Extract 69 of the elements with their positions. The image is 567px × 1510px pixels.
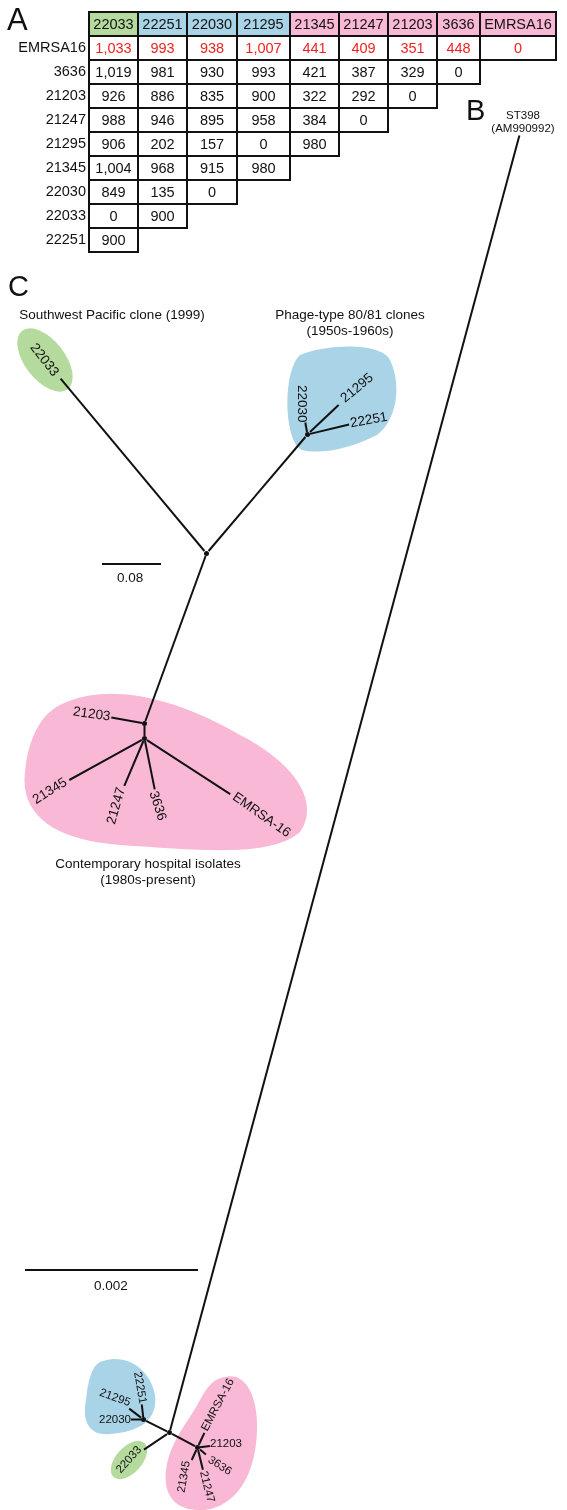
- tree-branch: [197, 1449, 204, 1471]
- tree-branch: [145, 1419, 168, 1433]
- scale-value: 0.002: [94, 1279, 128, 1293]
- clade-heading: Southwest Pacific clone (1999): [18, 307, 206, 324]
- row-header: 22030: [45, 184, 86, 199]
- row-header: 21247: [45, 112, 86, 127]
- tree-branch: [304, 421, 308, 433]
- outgroup-label: ST398 (AM990992): [483, 109, 563, 136]
- clade-heading: Contemporary hospital isolates (1980s-present): [54, 856, 242, 889]
- row-header: 3636: [53, 64, 86, 79]
- taxon-label: 3636: [146, 789, 170, 823]
- tree-branch: [144, 555, 207, 722]
- tree-branch: [110, 716, 143, 724]
- taxon-label: 21345: [175, 1460, 193, 1494]
- branch-point: [195, 1445, 200, 1450]
- tree-branch: [169, 134, 521, 1431]
- tree-branch: [143, 1433, 168, 1451]
- tree-branch: [207, 436, 307, 552]
- row-header: 22033: [45, 208, 86, 223]
- table-cell: 0: [186, 179, 238, 205]
- branch-point: [141, 1417, 146, 1422]
- tree-branch: [190, 1449, 198, 1461]
- tree-branch: [309, 423, 351, 435]
- tree-branch: [199, 1448, 207, 1456]
- branch-point: [142, 736, 147, 741]
- tree-branch: [199, 1444, 211, 1449]
- tree-branch: [123, 740, 145, 787]
- table-cell: 900: [88, 227, 139, 253]
- row-header: 21345: [45, 160, 86, 175]
- tree-branch: [59, 377, 206, 552]
- clade-heading: Phage-type 80/81 clones (1950s-1960s): [274, 307, 426, 340]
- table-cell: 900: [137, 203, 188, 229]
- tree-branch: [146, 739, 232, 796]
- tree-branch: [68, 738, 143, 781]
- taxon-label: 22251: [131, 1371, 149, 1405]
- branch-point: [204, 551, 209, 556]
- table-cell: 0: [479, 35, 557, 61]
- table-cell: 980: [289, 131, 340, 157]
- row-header: 22251: [45, 232, 86, 247]
- tree-branch: [309, 404, 340, 434]
- tree-branch: [171, 1432, 196, 1448]
- row-header: EMRSA16: [18, 40, 86, 55]
- row-header: 21295: [45, 136, 86, 151]
- column-header: EMRSA16: [479, 11, 557, 37]
- tree-branch: [143, 725, 146, 737]
- tree-branch: [140, 1403, 145, 1418]
- taxon-label: 22251: [349, 409, 389, 430]
- taxon-label: 22030: [99, 1414, 131, 1426]
- panel-letter: C: [8, 272, 29, 301]
- taxon-label: 21295: [98, 1386, 132, 1409]
- row-header: 21203: [45, 88, 86, 103]
- tree-branch: [128, 1407, 142, 1419]
- panel-letter: B: [466, 96, 486, 125]
- branch-point: [167, 1430, 172, 1435]
- table-cell: 0: [338, 107, 389, 133]
- table-cell: 980: [236, 155, 291, 181]
- tree-branch: [130, 1418, 142, 1421]
- taxon-label: 22030: [295, 385, 309, 423]
- table-cell: 0: [436, 59, 481, 85]
- taxon-label: 21203: [210, 1438, 242, 1450]
- panel-letter: A: [7, 4, 28, 35]
- tree-branch: [197, 1431, 206, 1446]
- taxon-label: 21247: [104, 785, 128, 826]
- branch-point: [142, 721, 147, 726]
- scale-value: 0.08: [117, 571, 144, 585]
- table-cell: 0: [387, 83, 438, 109]
- taxon-label: 21203: [72, 704, 112, 724]
- tree-branch: [144, 740, 156, 791]
- branch-point: [305, 432, 310, 437]
